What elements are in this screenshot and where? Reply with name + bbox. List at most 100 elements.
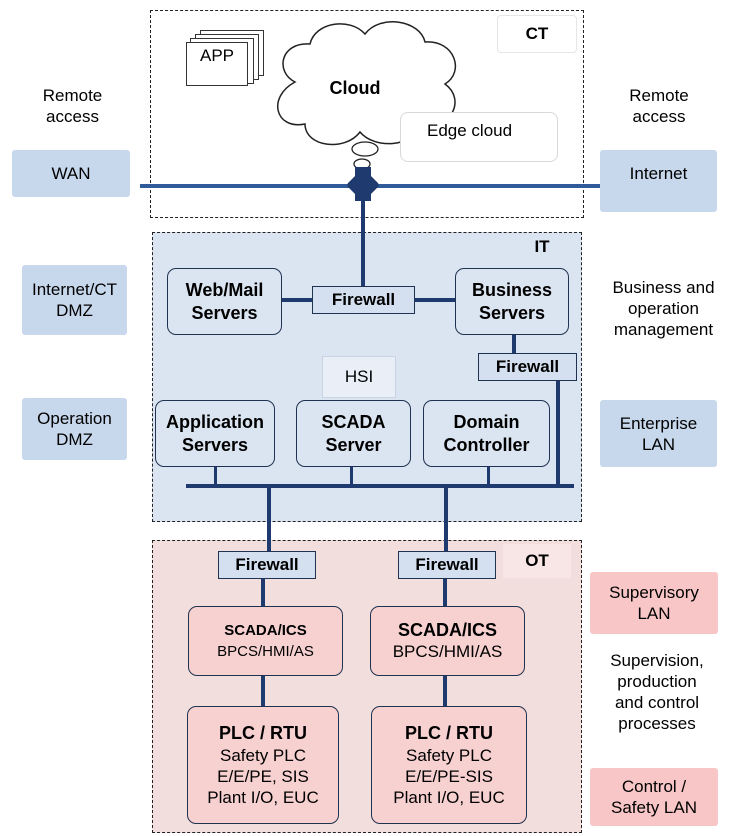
firewall-ot-right-label: Firewall xyxy=(415,555,479,574)
control-lan-line1: Control / xyxy=(621,777,687,796)
right-remote-access-line1: Remote xyxy=(629,86,689,105)
enterprise-lan-box: Enterprise LAN xyxy=(600,400,717,467)
app-stack: APP xyxy=(186,30,266,86)
business-firewall-link xyxy=(512,334,516,354)
left-remote-access: Remote access xyxy=(20,85,125,127)
scada-ics-right: SCADA/ICS BPCS/HMI/AS xyxy=(370,606,525,676)
scada-ics-right-sub: BPCS/HMI/AS xyxy=(392,642,503,661)
supervision-line1: Supervision, xyxy=(610,651,704,670)
ot-left-fw-scada-link xyxy=(261,578,265,606)
application-servers-line2: Servers xyxy=(181,434,249,455)
bus-ot-left-link xyxy=(267,484,271,552)
left-remote-access-line1: Remote xyxy=(42,86,103,105)
internet-ct-dmz-box: Internet/CT DMZ xyxy=(22,265,127,335)
firewall-ot-right: Firewall xyxy=(398,551,496,579)
plc-rtu-left: PLC / RTU Safety PLC E/E/PE, SIS Plant I… xyxy=(187,706,339,824)
web-mail-line1: Web/Mail xyxy=(185,279,264,300)
plc-rtu-left-line2: E/E/PE, SIS xyxy=(217,767,309,786)
hsi-box: HSI xyxy=(322,356,396,398)
operation-dmz-line2: DMZ xyxy=(56,430,93,449)
supervision-line3: and control xyxy=(614,693,700,712)
it-bus xyxy=(186,484,574,488)
business-operation-mgmt: Business and operation management xyxy=(598,277,729,340)
scada-server-line2: Server xyxy=(325,434,382,455)
right-remote-access-line2: access xyxy=(632,107,686,126)
operation-dmz-box: Operation DMZ xyxy=(22,398,127,460)
plc-rtu-right: PLC / RTU Safety PLC E/E/PE-SIS Plant I/… xyxy=(371,706,527,824)
scada-ics-left-sub: BPCS/HMI/AS xyxy=(217,643,314,660)
application-servers-line1: Application xyxy=(166,411,264,432)
enterprise-lan-line2: LAN xyxy=(641,434,676,454)
it-zone-label: IT xyxy=(522,236,562,258)
ot-left-scada-plc-link xyxy=(261,676,265,706)
left-remote-access-line2: access xyxy=(46,107,99,126)
hsi-label: HSI xyxy=(344,367,374,386)
scada-server: SCADA Server xyxy=(296,400,411,467)
business-mgmt-line3: management xyxy=(613,320,714,339)
application-servers: Application Servers xyxy=(155,400,275,467)
web-mail-line2: Servers xyxy=(191,302,258,323)
supervisory-lan-line1: Supervisory xyxy=(609,583,699,602)
control-safety-lan-box: Control / Safety LAN xyxy=(590,768,718,826)
supervision-line2: production xyxy=(617,672,697,691)
cloud-label: Cloud xyxy=(329,78,381,98)
ot-zone-label: OT xyxy=(503,544,571,578)
scada-ics-left-title: SCADA/ICS xyxy=(224,622,307,639)
plc-rtu-right-title: PLC / RTU xyxy=(405,723,493,743)
scada-ics-left: SCADA/ICS BPCS/HMI/AS xyxy=(188,606,343,676)
scada-server-drop xyxy=(350,467,353,485)
ot-right-scada-plc-link xyxy=(443,676,447,706)
business-servers-line1: Business xyxy=(471,279,553,300)
business-mgmt-line2: operation xyxy=(628,299,699,318)
ct-zone-label: CT xyxy=(497,15,577,53)
ot-right-fw-scada-link xyxy=(443,578,447,606)
firewall-it-top-label: Firewall xyxy=(331,290,396,309)
firewall-it-right-label: Firewall xyxy=(495,357,560,376)
plc-rtu-left-title: PLC / RTU xyxy=(219,723,307,743)
firewall-bus-link xyxy=(556,380,560,486)
app-label-text: APP xyxy=(199,46,235,65)
supervisory-lan-box: Supervisory LAN xyxy=(590,572,718,634)
firewall-ot-left-label: Firewall xyxy=(235,555,299,574)
scada-ics-right-title: SCADA/ICS xyxy=(397,620,497,640)
ot-label-text: OT xyxy=(525,551,549,570)
ct-label-text: CT xyxy=(525,24,549,43)
edge-cloud-label: Edge cloud xyxy=(427,121,513,140)
business-servers-line2: Servers xyxy=(478,302,546,323)
bus-ot-right-link xyxy=(444,484,448,552)
wan-label: WAN xyxy=(51,164,91,183)
supervision-line4: processes xyxy=(618,714,696,733)
plc-rtu-left-line3: Plant I/O, EUC xyxy=(207,788,319,807)
domain-controller: Domain Controller xyxy=(423,400,550,467)
firewall-it-right: Firewall xyxy=(478,353,577,381)
web-mail-servers: Web/Mail Servers xyxy=(167,268,282,335)
business-servers: Business Servers xyxy=(455,268,569,335)
scada-server-line1: SCADA xyxy=(321,411,386,432)
app-label: APP xyxy=(186,42,248,86)
control-lan-line2: Safety LAN xyxy=(611,798,697,817)
plc-rtu-right-line1: Safety PLC xyxy=(406,746,492,765)
supervision-processes: Supervision, production and control proc… xyxy=(596,650,718,734)
gateway-node-core xyxy=(355,167,371,201)
domain-controller-line2: Controller xyxy=(443,434,530,455)
right-remote-access: Remote access xyxy=(605,85,713,127)
operation-dmz-line1: Operation xyxy=(37,409,112,428)
app-server-drop xyxy=(214,467,217,485)
internet-box: Internet xyxy=(600,150,717,212)
internet-ct-dmz-line1: Internet/CT xyxy=(31,280,118,299)
internet-label: Internet xyxy=(629,164,688,183)
gateway-firewall-link xyxy=(361,200,365,288)
edge-cloud-box: Edge cloud xyxy=(400,112,558,162)
plc-rtu-right-line2: E/E/PE-SIS xyxy=(405,767,493,786)
supervisory-lan-line2: LAN xyxy=(637,604,671,623)
it-label-text: IT xyxy=(534,237,550,256)
wan-box: WAN xyxy=(12,150,130,197)
firewall-ot-left: Firewall xyxy=(218,551,316,579)
firewall-it-top: Firewall xyxy=(312,286,415,314)
enterprise-lan-line1: Enterprise xyxy=(619,413,698,433)
domain-controller-line1: Domain xyxy=(453,411,520,432)
business-mgmt-line1: Business and xyxy=(612,278,715,297)
plc-rtu-left-line1: Safety PLC xyxy=(220,746,306,765)
domain-controller-drop xyxy=(487,467,490,485)
internet-ct-dmz-line2: DMZ xyxy=(56,301,93,320)
